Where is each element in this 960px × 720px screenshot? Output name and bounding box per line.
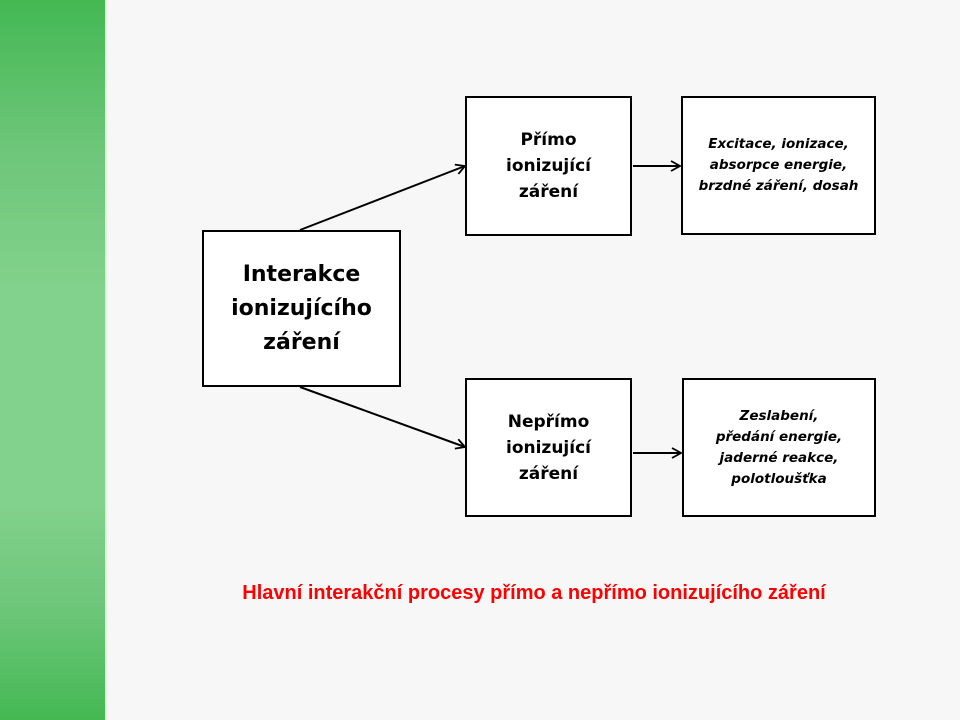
root-line: záření	[263, 329, 340, 355]
direct-line: záření	[518, 182, 579, 202]
direct-line: Přímo	[520, 130, 577, 150]
direct-line: ionizující	[506, 156, 591, 176]
indirect-effects-line: předání energie,	[715, 428, 843, 445]
direct-effects-line: absorpce energie,	[709, 157, 848, 173]
direct-effects-line: Excitace, ionizace,	[708, 136, 849, 152]
direct-effects-line: brzdné záření, dosah	[698, 178, 859, 194]
root-line: Interakce	[242, 261, 361, 287]
indirect-effects-line: jaderné reakce,	[719, 449, 839, 466]
indirect-line: záření	[518, 463, 579, 484]
side-bar-edge	[105, 0, 108, 720]
indirect-effects-box: Zeslabení, předání energie, jaderné reak…	[682, 378, 876, 517]
diagram-caption: Hlavní interakční procesy přímo a nepřím…	[242, 582, 826, 604]
direct-radiation-box: Přímo ionizující záření	[465, 96, 632, 236]
direct-effects-box: Excitace, ionizace, absorpce energie, br…	[681, 96, 876, 235]
indirect-effects-line: polotloušťka	[731, 470, 827, 487]
indirect-radiation-box: Nepřímo ionizující záření	[465, 378, 632, 517]
root-box: Interakce ionizujícího záření	[202, 230, 401, 387]
arrow-root-to-direct	[299, 163, 467, 231]
indirect-effects-line: Zeslabení,	[739, 407, 819, 424]
indirect-line: Nepřímo	[507, 411, 590, 432]
indirect-line: ionizující	[506, 437, 591, 458]
green-side-bar	[0, 0, 105, 720]
root-line: ionizujícího	[231, 295, 372, 321]
arrow-root-to-indirect	[299, 386, 467, 450]
